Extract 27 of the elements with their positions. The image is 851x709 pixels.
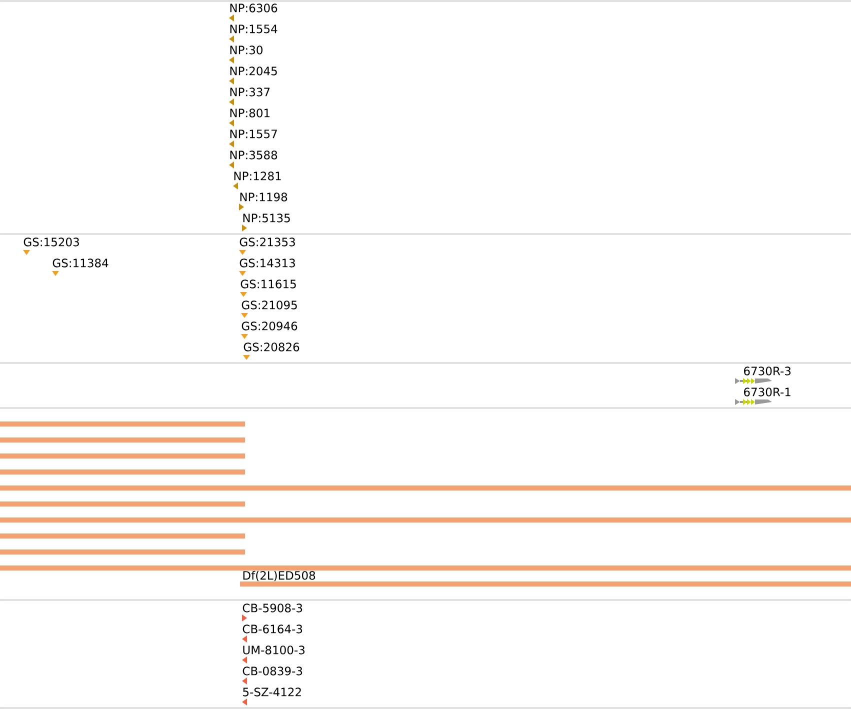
feature-label: UM-8100-3 bbox=[243, 646, 304, 654]
feature-label: GS:21353 bbox=[240, 238, 295, 246]
feature-label: NP:3588 bbox=[230, 150, 278, 160]
feature-label: NP:1281 bbox=[234, 172, 281, 180]
feature-label: NP:1554 bbox=[230, 24, 278, 34]
feature-label: GS:11384 bbox=[52, 258, 108, 268]
feature-label: NP:30 bbox=[230, 46, 262, 54]
feature-label: GS:20946 bbox=[242, 322, 298, 330]
feature-label: GS:21095 bbox=[242, 300, 297, 310]
feature-label: CB-6164-3 bbox=[242, 624, 302, 634]
feature-label: NP:337 bbox=[230, 88, 270, 96]
feature-label: NP:2045 bbox=[230, 66, 277, 76]
feature-label: GS:15203 bbox=[24, 238, 79, 246]
feature-label: NP:1557 bbox=[230, 130, 277, 138]
feature-label: NP:1198 bbox=[240, 192, 288, 202]
feature-label: 6730R-1 bbox=[744, 388, 790, 396]
feature-label: NP:5135 bbox=[243, 214, 290, 222]
feature-label: NP:801 bbox=[230, 108, 270, 118]
feature-label: CB-5908-3 bbox=[242, 604, 302, 612]
feature-label: 6730R-3 bbox=[744, 366, 791, 376]
feature-label: CB-0839-3 bbox=[242, 666, 302, 676]
feature-label: Df(2L)ED508 bbox=[243, 570, 316, 582]
feature-label: GS:11615 bbox=[240, 280, 296, 288]
feature-label: GS:14313 bbox=[240, 258, 295, 268]
feature-label: 5-SZ-4122 bbox=[243, 688, 301, 696]
feature-label: NP:6306 bbox=[230, 4, 278, 12]
feature-label: GS:20826 bbox=[244, 342, 300, 352]
